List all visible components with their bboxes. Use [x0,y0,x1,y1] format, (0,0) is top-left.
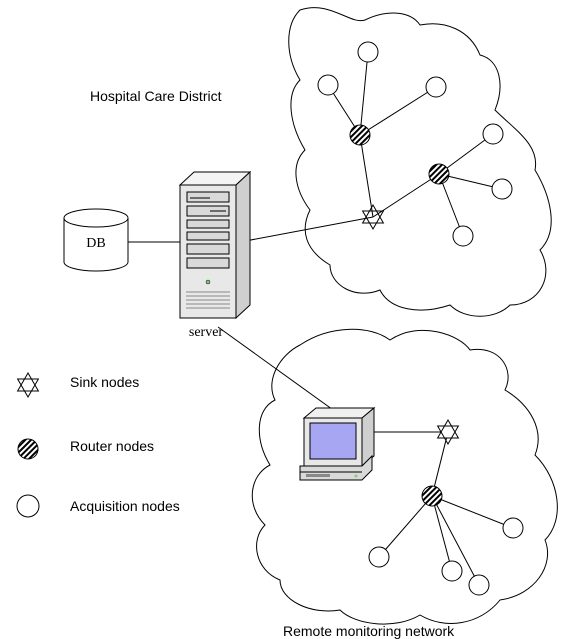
server-tower-icon [178,170,252,320]
legend-router-icon [17,438,39,460]
legend: Sink nodes Router nodes Acquisition node… [16,372,180,518]
acquisition-node [468,574,490,596]
legend-sink-icon [16,372,40,398]
acquisition-node [317,74,339,96]
router-node [421,485,443,507]
hospital-cloud [288,7,552,317]
router-node [349,124,371,146]
acquisition-node [357,41,379,63]
legend-sink-label: Sink nodes [70,374,139,390]
sink-node [436,419,460,445]
acquisition-node [482,123,504,145]
acquisition-node [441,560,463,582]
router-node [428,163,450,185]
acquisition-node [368,546,390,568]
server-label: server [189,325,224,340]
remote-cloud [251,328,558,625]
remote-region-label: Remote monitoring network [283,623,455,639]
acquisition-node [425,76,447,98]
legend-router-label: Router nodes [70,438,154,454]
legend-acquisition-icon [16,494,40,518]
database-cylinder-icon [63,208,129,272]
computer-monitor-icon [299,406,376,481]
acquisition-node [502,517,524,539]
sink-node [361,204,385,230]
db-label: DB [86,236,105,251]
acquisition-node [452,225,474,247]
hospital-region-label: Hospital Care District [90,88,222,104]
acquisition-node [491,178,513,200]
legend-acquisition-label: Acquisition nodes [70,498,180,514]
